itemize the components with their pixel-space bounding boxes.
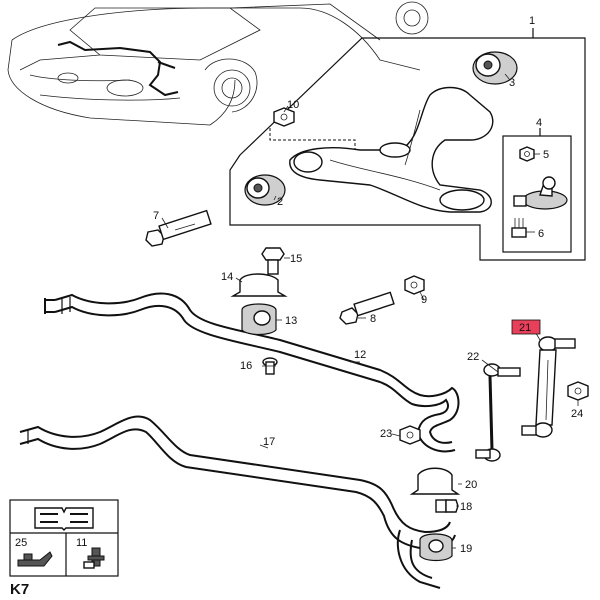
nut-subframe [404,275,425,295]
stabilizer-bar-upper [44,292,460,453]
ball-joint-box [502,128,572,253]
stabilizer-link-left [475,363,521,462]
bolt-subframe [339,291,395,325]
legend-box [9,499,119,577]
callout-2: 2 [277,196,283,208]
bushing-rear [472,51,518,85]
callout-13: 13 [285,315,297,327]
callout-14: 14 [221,271,233,283]
stabilizer-link-right [521,336,576,438]
nut-link-lower [399,425,421,445]
bolt-control-arm [145,209,212,247]
callout-17: 17 [263,436,275,448]
callout-1: 1 [529,15,535,27]
nut-link-upper [567,381,589,401]
callout-7: 7 [153,210,159,222]
stabilizer-bushing-upper [230,273,288,336]
callout-24: 24 [571,408,583,420]
callout-22: 22 [467,351,479,363]
bolt-bracket [261,247,285,275]
callout-3: 3 [509,77,515,89]
bolt-lower-bracket [435,499,459,513]
tool-icon [83,547,105,569]
nut-control-arm [269,107,356,150]
callout-6: 6 [538,228,544,240]
callout-23: 23 [380,428,392,440]
callout-8: 8 [370,313,376,325]
manual-tools-icon [34,507,94,531]
highlighted-part-label: 21 [519,322,531,334]
vehicle-illustration [7,1,429,126]
callout-9: 9 [421,294,427,306]
callout-4: 4 [536,117,542,129]
bolt-stabilizer-bracket [262,357,278,375]
highlight-box-part-21 [511,319,541,335]
callout-16: 16 [240,360,252,372]
stabilizer-bracket-lower [409,467,461,562]
lower-control-arm [289,86,494,213]
callout-19: 19 [460,543,472,555]
callout-5: 5 [543,149,549,161]
callout-25: 25 [15,537,27,549]
callout-18: 18 [460,501,472,513]
callout-labels: 1 2 3 4 5 6 7 8 9 10 11 12 13 14 15 16 1… [15,15,583,555]
callout-15: 15 [290,253,302,265]
page-code: K7 [10,581,29,598]
callout-11: 11 [76,537,87,549]
callout-20: 20 [465,479,477,491]
callout-10: 10 [287,99,299,111]
control-arm-group-frame [229,28,586,261]
callout-12: 12 [354,349,366,361]
lubricant-icon [17,551,53,567]
